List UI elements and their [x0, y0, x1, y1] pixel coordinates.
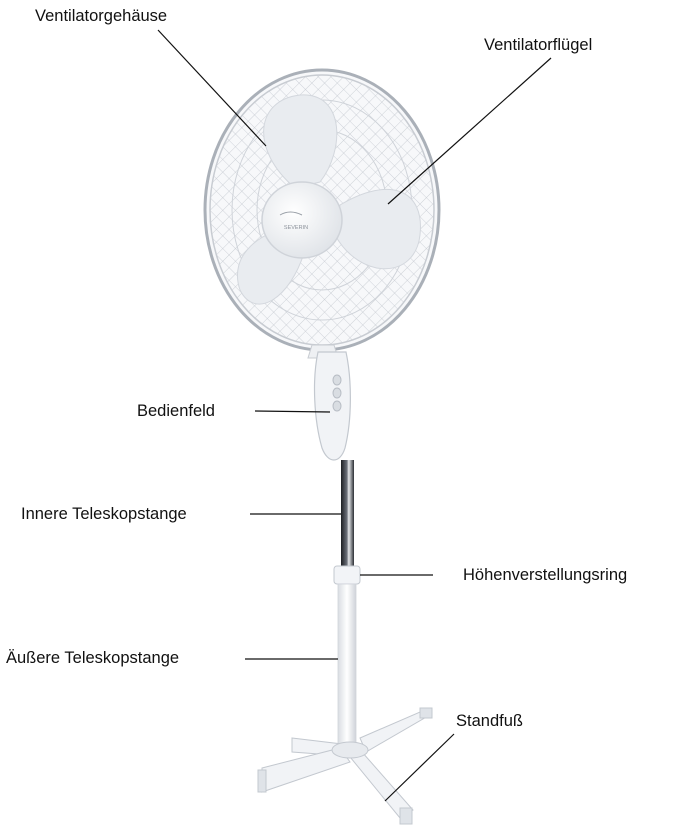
leader-line-housing — [158, 30, 266, 146]
label-inner-telescopic-pole: Innere Teleskopstange — [21, 504, 187, 524]
label-base: Standfuß — [456, 711, 523, 731]
fan-hub: SEVERIN — [262, 182, 342, 258]
outer-telescopic-pole — [338, 584, 356, 744]
label-fan-housing: Ventilatorgehäuse — [35, 6, 167, 26]
label-outer-telescopic-pole: Äußere Teleskopstange — [6, 648, 179, 668]
label-height-adjustment-ring: Höhenverstellungsring — [463, 565, 627, 585]
height-adjustment-ring — [334, 566, 360, 584]
hub-logo-text: SEVERIN — [284, 225, 308, 231]
label-control-panel: Bedienfeld — [137, 401, 215, 421]
inner-telescopic-pole — [341, 460, 354, 572]
control-panel — [315, 352, 351, 460]
leader-line-base — [385, 734, 454, 801]
label-fan-blades: Ventilatorflügel — [484, 35, 592, 55]
